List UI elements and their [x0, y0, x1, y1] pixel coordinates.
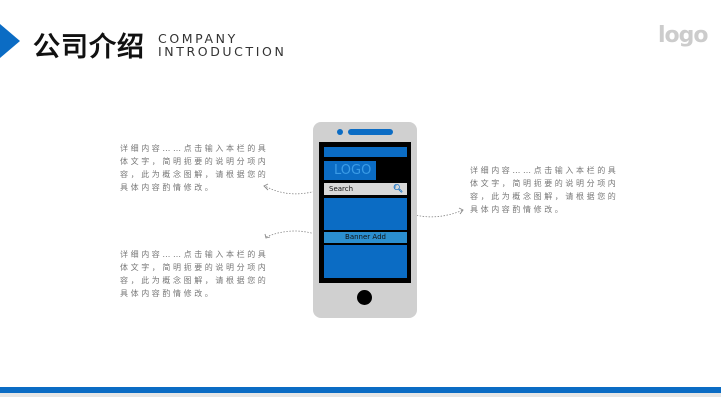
footer-bar-light: [0, 393, 721, 397]
page-title: 公司介绍: [33, 32, 145, 63]
arrow-icon: [458, 207, 464, 215]
arrow-icon: [263, 183, 269, 191]
description-top-left: 详细内容……点击输入本栏的具体文字，简明扼要的说明分项内容，此为概念图解，请根据…: [120, 144, 269, 192]
connector-content: [407, 209, 464, 218]
search-label: Search: [329, 185, 354, 193]
content-block: [324, 245, 407, 278]
logo: logo: [658, 23, 709, 48]
header-bar: [324, 147, 407, 157]
content-block: [324, 198, 407, 230]
search-bar[interactable]: Search 🔍︎: [324, 183, 407, 195]
app-logo: LOGO: [324, 161, 376, 180]
home-button: [357, 290, 372, 305]
triangle-marker-icon: [0, 24, 20, 58]
camera-icon: [337, 129, 343, 135]
description-right: 详细内容……点击输入本栏的具体文字，简明扼要的说明分项内容，此为概念图解，请根据…: [470, 166, 619, 214]
description-bottom-left: 详细内容……点击输入本栏的具体文字，简明扼要的说明分项内容，此为概念图解，请根据…: [120, 250, 269, 298]
banner-ad: Banner Add: [324, 232, 407, 243]
footer-bar: [0, 387, 721, 393]
connector-search: [264, 185, 324, 195]
subtitle-line1: COMPANY: [158, 31, 238, 46]
speaker-icon: [348, 129, 393, 135]
arrow-icon: [264, 233, 271, 239]
subtitle-line2: INTRODUCTION: [158, 44, 287, 59]
search-icon: 🔍︎: [392, 184, 403, 193]
